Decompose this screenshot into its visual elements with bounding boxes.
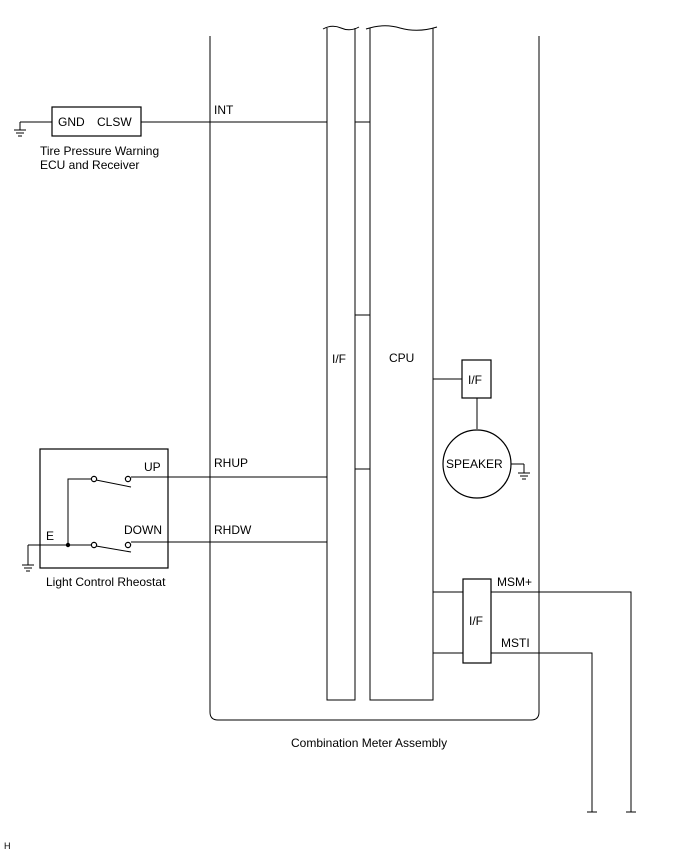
int-label: INT xyxy=(214,103,234,117)
corner-mark: H xyxy=(4,841,11,851)
meter-assembly-outline xyxy=(209,36,540,721)
rheostat-e-label: E xyxy=(46,529,54,543)
rheostat-name: Light Control Rheostat xyxy=(46,575,166,589)
if-column-break xyxy=(322,25,360,31)
rheostat-common-line xyxy=(67,478,92,545)
rheostat-junction xyxy=(65,542,71,548)
cpu-column-break xyxy=(365,25,438,31)
if-left-label: I/F xyxy=(332,352,346,366)
rheostat-down-label: DOWN xyxy=(124,523,162,537)
meter-assembly-name: Combination Meter Assembly xyxy=(291,736,447,750)
ground-symbol-icon xyxy=(22,564,34,572)
rhdw-label: RHDW xyxy=(214,523,252,537)
cpu-column xyxy=(369,28,434,701)
msm-plus-wire xyxy=(491,591,632,812)
tpw-ecu-box xyxy=(51,106,142,137)
msti-label: MSTI xyxy=(501,636,530,650)
rheostat-box xyxy=(39,448,169,569)
msm-plus-label: MSM+ xyxy=(497,575,532,589)
msm-if-label: I/F xyxy=(469,614,483,628)
speaker-if-box xyxy=(461,359,492,399)
msti-wire xyxy=(491,652,593,812)
rhup-label: RHUP xyxy=(214,456,248,470)
tpw-gnd-label: GND xyxy=(58,115,85,129)
tpw-ecu-name-line1: Tire Pressure Warning xyxy=(40,144,159,158)
switch-up-icon xyxy=(90,475,132,488)
speaker-if-label: I/F xyxy=(468,373,482,387)
cpu-label: CPU xyxy=(389,351,414,365)
rheostat-up-label: UP xyxy=(144,460,161,474)
switch-down-icon xyxy=(90,541,132,553)
ground-symbol-icon xyxy=(14,129,26,137)
tpw-ecu-name-line2: ECU and Receiver xyxy=(40,158,139,172)
ground-symbol-icon xyxy=(518,472,530,480)
speaker-label: SPEAKER xyxy=(446,457,503,471)
msm-if-box xyxy=(462,578,492,664)
if-column xyxy=(326,28,356,701)
tpw-clsw-label: CLSW xyxy=(97,115,132,129)
